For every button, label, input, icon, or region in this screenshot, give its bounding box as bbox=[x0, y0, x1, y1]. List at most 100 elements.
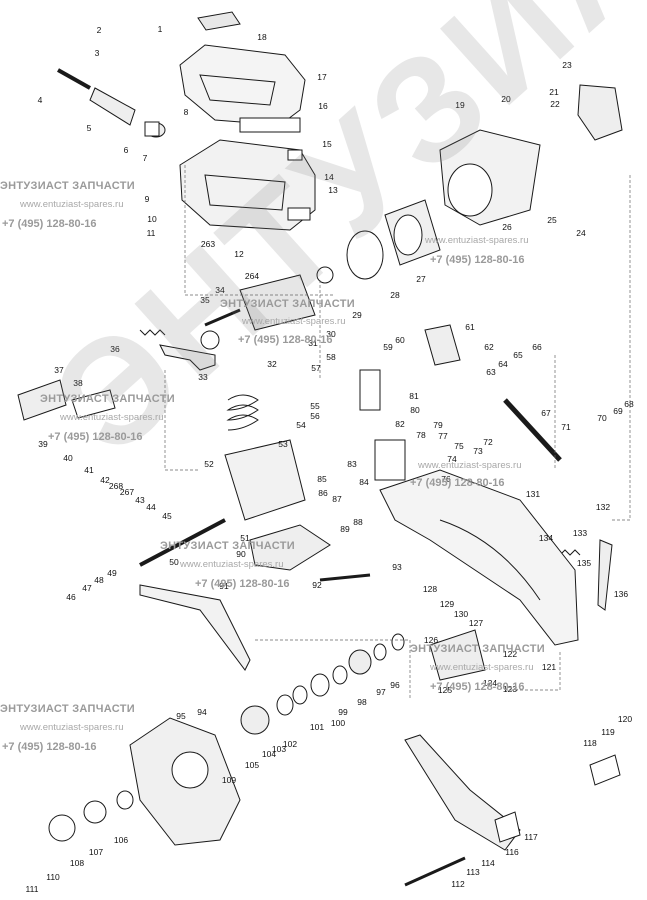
part-number-label: 264 bbox=[245, 271, 259, 281]
part-number-label: 66 bbox=[532, 342, 542, 352]
part-number-label: 36 bbox=[110, 344, 120, 354]
part-number-label: 110 bbox=[46, 872, 60, 882]
part-number-label: 51 bbox=[240, 533, 250, 543]
part-number-label: 126 bbox=[424, 635, 438, 645]
part-number-label: 12 bbox=[234, 249, 244, 259]
part-number-label: 94 bbox=[197, 707, 207, 717]
part-number-label: 1 bbox=[158, 24, 163, 34]
part-number-label: 135 bbox=[577, 558, 591, 568]
part-number-label: 67 bbox=[541, 408, 551, 418]
part-number-label: 127 bbox=[469, 618, 483, 628]
part-number-label: 50 bbox=[169, 557, 179, 567]
part-number-label: 26 bbox=[502, 222, 512, 232]
part-number-label: 104 bbox=[262, 749, 276, 759]
part-number-label: 63 bbox=[486, 367, 496, 377]
watermark-phone: +7 (495) 128-80-16 bbox=[430, 254, 525, 266]
part-number-label: 16 bbox=[318, 101, 328, 111]
part-number-label: 52 bbox=[204, 459, 214, 469]
watermark-phone: +7 (495) 128-80-16 bbox=[48, 431, 143, 443]
part-number-label: 121 bbox=[542, 662, 556, 672]
part-number-label: 81 bbox=[409, 391, 419, 401]
part-number-label: 48 bbox=[94, 575, 104, 585]
part-number-label: 79 bbox=[433, 420, 443, 430]
watermark-phone: +7 (495) 128-80-16 bbox=[195, 578, 290, 590]
saw-arm-part bbox=[379, 469, 579, 646]
part-number-label: 134 bbox=[539, 533, 553, 543]
label-plate-part bbox=[197, 11, 241, 31]
part-number-label: 62 bbox=[484, 342, 494, 352]
watermark-url: www.entuziast-spares.ru bbox=[60, 412, 164, 423]
part-number-label: 14 bbox=[324, 172, 334, 182]
watermark-block: www.entuziast-spares.ru +7 (495) 128-80-… bbox=[400, 460, 521, 489]
gear-case-part bbox=[224, 439, 306, 521]
part-number-label: 49 bbox=[107, 568, 117, 578]
part-number-label: 61 bbox=[465, 322, 475, 332]
part-number-label: 18 bbox=[257, 32, 267, 42]
watermark-url: www.entuziast-spares.ru bbox=[430, 662, 534, 673]
watermark-url: www.entuziast-spares.ru bbox=[180, 559, 284, 570]
part-number-label: 96 bbox=[390, 680, 400, 690]
part-number-label: 29 bbox=[352, 310, 362, 320]
part-number-label: 33 bbox=[198, 372, 208, 382]
part-number-label: 103 bbox=[272, 744, 286, 754]
part-number-label: 114 bbox=[481, 858, 495, 868]
watermark-block: ЭНТУЗИАСТ ЗАПЧАСТИ www.entuziast-spares.… bbox=[0, 180, 135, 230]
part-number-label: 11 bbox=[147, 228, 156, 238]
part-number-label: 83 bbox=[347, 459, 357, 469]
part-number-label: 40 bbox=[63, 453, 73, 463]
part-number-label: 28 bbox=[390, 290, 400, 300]
watermark-block: ЭНТУЗИАСТ ЗАПЧАСТИ www.entuziast-spares.… bbox=[160, 540, 295, 590]
part-number-label: 95 bbox=[176, 711, 186, 721]
watermark-phone: +7 (495) 128-80-16 bbox=[410, 477, 505, 489]
part-number-label: 107 bbox=[89, 847, 103, 857]
part-number-label: 37 bbox=[54, 365, 64, 375]
part-number-label: 9 bbox=[145, 194, 150, 204]
part-number-label: 42 bbox=[100, 475, 110, 485]
part-number-label: 88 bbox=[353, 517, 363, 527]
watermark-url: www.entuziast-spares.ru bbox=[418, 460, 522, 471]
top-cover-part bbox=[179, 44, 306, 126]
part-number-label: 27 bbox=[416, 274, 426, 284]
part-number-label: 44 bbox=[146, 502, 156, 512]
part-number-label: 89 bbox=[340, 524, 350, 534]
part-number-label: 69 bbox=[613, 406, 623, 416]
part-number-label: 43 bbox=[135, 495, 145, 505]
part-number-label: 57 bbox=[311, 363, 321, 373]
part-number-label: 38 bbox=[73, 378, 83, 388]
part-number-label: 59 bbox=[383, 342, 393, 352]
part-number-label: 93 bbox=[392, 562, 402, 572]
part-number-label: 76 bbox=[441, 474, 451, 484]
part-number-label: 53 bbox=[278, 439, 288, 449]
watermark-block: ЭНТУЗИАСТ ЗАПЧАСТИ www.entuziast-spares.… bbox=[220, 298, 355, 346]
part-number-label: 263 bbox=[201, 239, 215, 249]
part-number-label: 68 bbox=[624, 399, 634, 409]
part-number-label: 56 bbox=[310, 411, 320, 421]
watermark-phone: +7 (495) 128-80-16 bbox=[2, 741, 97, 753]
part-number-label: 125 bbox=[438, 685, 452, 695]
part-number-label: 6 bbox=[124, 145, 129, 155]
part-number-label: 65 bbox=[513, 350, 523, 360]
part-number-label: 55 bbox=[310, 401, 320, 411]
watermark-title: ЭНТУЗИАСТ ЗАПЧАСТИ bbox=[220, 298, 355, 310]
part-number-label: 30 bbox=[326, 329, 336, 339]
watermark-url: www.entuziast-spares.ru bbox=[20, 199, 124, 210]
part-number-label: 5 bbox=[87, 123, 92, 133]
part-number-label: 98 bbox=[357, 697, 367, 707]
part-number-label: 70 bbox=[597, 413, 607, 423]
part-number-label: 3 bbox=[95, 48, 100, 58]
part-number-label: 267 bbox=[120, 487, 134, 497]
part-number-label: 106 bbox=[114, 835, 128, 845]
part-number-label: 17 bbox=[317, 72, 327, 82]
part-number-label: 10 bbox=[147, 214, 157, 224]
part-number-label: 130 bbox=[454, 609, 468, 619]
part-number-label: 112 bbox=[451, 879, 465, 889]
part-number-label: 71 bbox=[561, 422, 571, 432]
part-number-label: 72 bbox=[483, 437, 493, 447]
part-number-label: 45 bbox=[162, 511, 172, 521]
part-number-label: 92 bbox=[312, 580, 322, 590]
housing-part bbox=[179, 139, 316, 231]
part-number-label: 124 bbox=[483, 678, 497, 688]
part-number-label: 24 bbox=[576, 228, 586, 238]
part-number-label: 60 bbox=[395, 335, 405, 345]
